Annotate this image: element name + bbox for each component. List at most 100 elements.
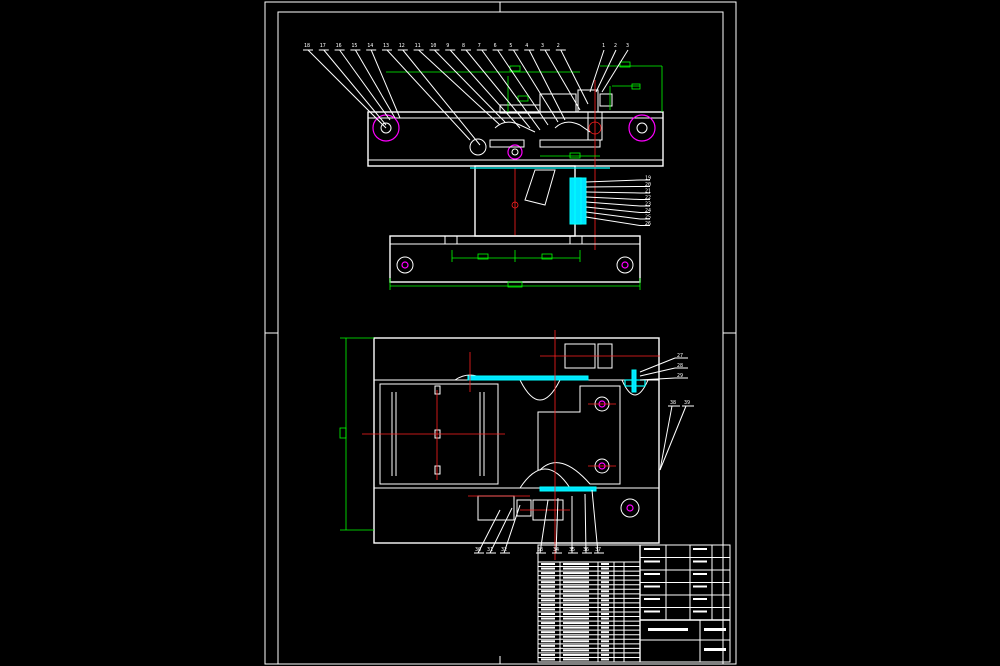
parts-row-text [541, 613, 555, 615]
callout-label: 23 [645, 202, 651, 208]
parts-row-text [563, 603, 589, 606]
leader-line [585, 196, 641, 200]
parts-row-text [563, 590, 589, 593]
parts-row-text [601, 585, 609, 588]
parts-row-text [563, 599, 589, 602]
parts-row-text [541, 581, 555, 584]
leader-line [585, 191, 641, 194]
parts-row-text [541, 576, 555, 579]
parts-row-text [541, 563, 555, 565]
parts-row-text [563, 626, 589, 629]
title-row-text [644, 610, 660, 613]
parts-row-text [541, 567, 555, 570]
leader-line [639, 377, 676, 381]
callout-label: 32 [501, 547, 507, 553]
parts-row-text [601, 617, 609, 620]
callout-label: 33 [537, 547, 543, 553]
leader-line [449, 49, 521, 129]
parts-row-text [541, 594, 555, 597]
parts-row-text [541, 622, 555, 625]
parts-row-text [601, 644, 609, 647]
leader-line [659, 405, 673, 471]
parts-row-text [563, 622, 589, 625]
leader-line [323, 49, 387, 126]
leader-line [585, 201, 641, 207]
callout-label: 20 [645, 182, 651, 188]
parts-row-text [563, 563, 589, 565]
parts-row-text [563, 613, 589, 615]
parts-row-text [601, 635, 609, 638]
parts-list-grid [538, 561, 640, 661]
callout-label: 25 [645, 215, 651, 221]
callout-label: 8 [462, 43, 465, 49]
parts-row-text [541, 649, 555, 652]
callout-label: 5 [509, 43, 512, 49]
sheet-border [264, 1, 737, 665]
parts-row-text [601, 640, 609, 643]
title-row-text [644, 585, 660, 588]
parts-row-text [541, 653, 555, 656]
leader-line [339, 49, 391, 121]
drawing-name-text [704, 628, 726, 631]
callout-label: 27 [677, 353, 683, 359]
parts-row-text [601, 649, 609, 652]
leader-line [585, 216, 641, 226]
leader-line [539, 499, 549, 554]
parts-row-text [563, 658, 589, 661]
leader-line [418, 49, 501, 126]
callout-label: 4 [525, 43, 528, 49]
title-block [537, 544, 731, 663]
parts-row-text [563, 649, 589, 652]
parts-row-text [541, 640, 555, 643]
callout-label: 14 [367, 43, 373, 49]
callout-label: 29 [677, 373, 683, 379]
leader-line [560, 49, 589, 105]
callout-label: 26 [645, 221, 651, 227]
callout-label: 35 [569, 547, 575, 553]
parts-row-text [541, 590, 555, 593]
leader-line [595, 49, 617, 93]
leader-line [585, 179, 641, 183]
title-row-text [693, 573, 707, 575]
parts-row-text [541, 635, 555, 638]
leader-line [402, 49, 481, 146]
leader-line [434, 49, 506, 123]
callout-label: 11 [415, 43, 421, 49]
leader-line [601, 49, 629, 93]
leader-line [497, 49, 549, 126]
parts-row-text [601, 608, 609, 611]
title-row-text [644, 573, 660, 575]
parts-row-text [563, 653, 589, 656]
parts-row-text [601, 613, 609, 615]
parts-row-text [563, 608, 589, 611]
callout-label: 9 [446, 43, 449, 49]
callout-label: 38 [670, 400, 676, 406]
top-view [339, 330, 660, 560]
leader-line [477, 509, 501, 554]
leader-line [584, 493, 587, 554]
leader-line [307, 49, 387, 129]
callout-label: 7 [478, 43, 481, 49]
parts-row-text [563, 594, 589, 597]
parts-row-text [601, 631, 609, 634]
leader-line [585, 186, 641, 188]
callout-label: 36 [583, 547, 589, 553]
title-row-text [693, 548, 707, 550]
leader-line [639, 367, 676, 377]
parts-row-text [563, 644, 589, 647]
callout-label: 31 [487, 547, 493, 553]
leader-line [512, 49, 559, 123]
callout-label: 2 [557, 43, 560, 49]
parts-row-text [601, 576, 609, 579]
callout-label: 12 [399, 43, 405, 49]
parts-row-text [563, 635, 589, 638]
title-row-text [693, 560, 707, 563]
parts-row-text [601, 653, 609, 656]
leader-line [503, 504, 521, 554]
callout-label: 28 [677, 363, 683, 369]
callout-label: 39 [684, 400, 690, 406]
parts-row-text [541, 658, 555, 661]
